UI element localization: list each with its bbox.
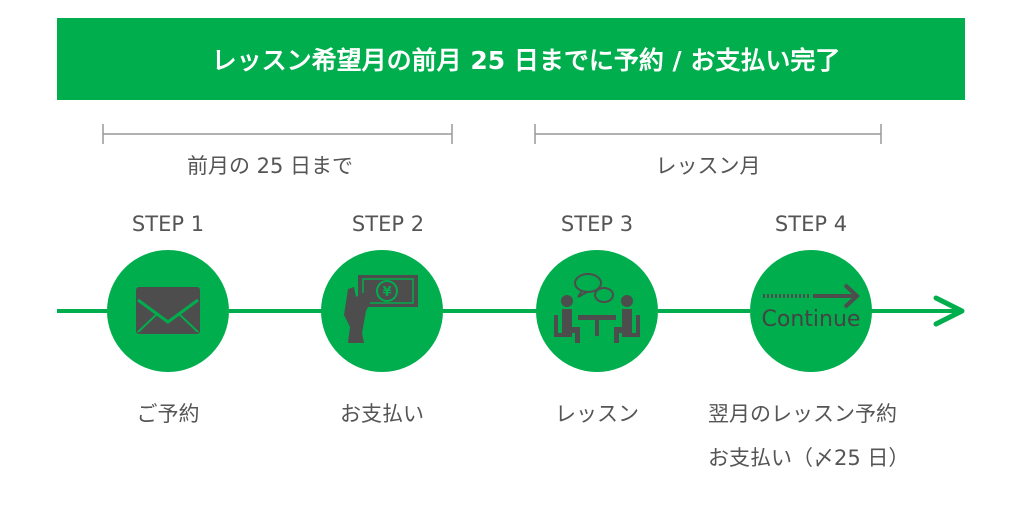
step-1-description: ご予約 — [136, 402, 200, 426]
meeting-icon — [554, 273, 640, 343]
step-2-description: お支払い — [340, 402, 424, 426]
step-3-description: レッスン — [555, 402, 639, 426]
period-label-1: 前月の 25 日まで — [186, 154, 354, 178]
step-2-circle: ¥ — [321, 250, 443, 372]
step-2-label: STEP 2 — [351, 212, 425, 236]
step-4-circle: Continue — [750, 250, 872, 372]
hand-money-icon: ¥ — [344, 275, 418, 343]
period-bracket-1 — [102, 124, 453, 144]
banner-title: レッスン希望月の前月 25 日までに予約 / お支払い完了 — [211, 46, 841, 75]
envelope-icon — [136, 287, 200, 334]
timeline-arrowhead-icon — [933, 295, 965, 327]
step-3-circle — [536, 250, 658, 372]
step-1-circle — [107, 250, 229, 372]
continue-arrow-icon — [763, 283, 860, 308]
period-label-2: レッスン月 — [655, 154, 761, 178]
step-4-description: 翌月のレッスン予約 — [708, 402, 897, 426]
step-4-description-2: お支払い（〆25 日） — [708, 446, 910, 470]
step-4-label: STEP 4 — [774, 212, 848, 236]
svg-text:¥: ¥ — [382, 285, 391, 300]
continue-text: Continue — [761, 306, 861, 332]
step-1-label: STEP 1 — [131, 212, 205, 236]
header-banner: レッスン希望月の前月 25 日までに予約 / お支払い完了 — [57, 18, 965, 100]
step-3-label: STEP 3 — [560, 212, 634, 236]
period-bracket-2 — [534, 124, 882, 144]
